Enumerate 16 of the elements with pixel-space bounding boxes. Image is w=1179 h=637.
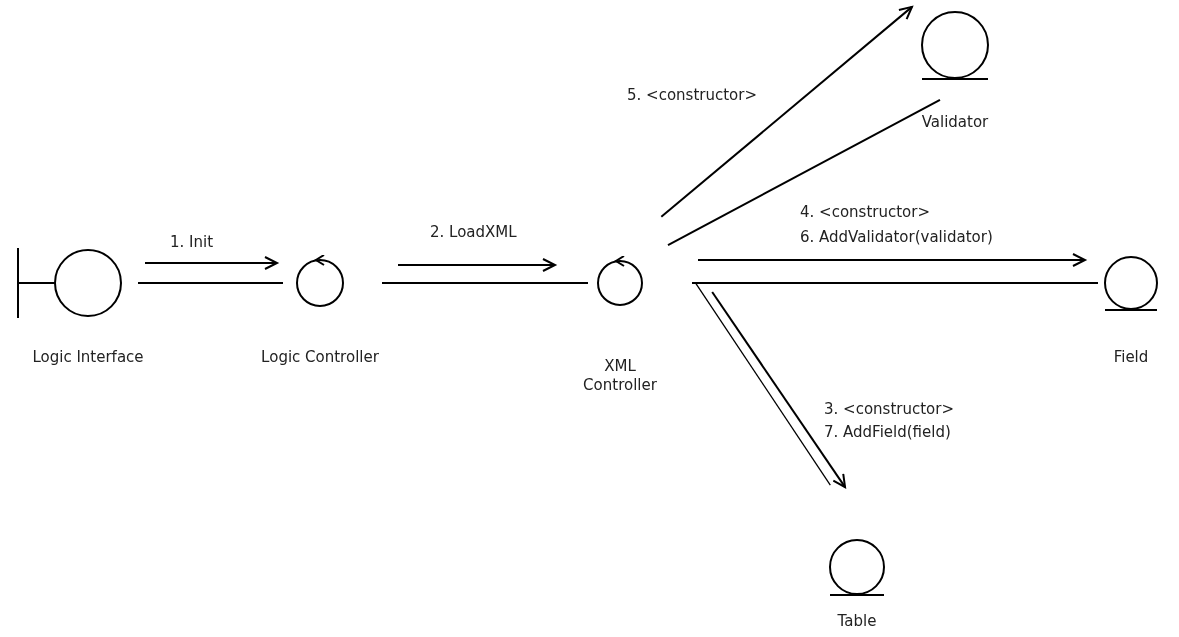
message-arrow: [697, 253, 1086, 267]
message-arrow: [711, 291, 847, 489]
link-line: [667, 98, 941, 247]
object-label: Logic Interface: [32, 348, 144, 367]
object-label: Field: [1113, 348, 1149, 367]
object-label: XML Controller: [582, 357, 658, 395]
message-arrow: [397, 258, 556, 272]
link-line: [691, 282, 1099, 284]
object-label: Table: [837, 612, 877, 631]
link-line: [381, 282, 589, 284]
link-line: [137, 282, 284, 284]
message-arrow: [660, 5, 913, 218]
object-label: Logic Controller: [261, 348, 379, 367]
object-label: Validator: [921, 113, 989, 132]
message-arrow: [144, 256, 278, 270]
link-line: [694, 282, 831, 486]
